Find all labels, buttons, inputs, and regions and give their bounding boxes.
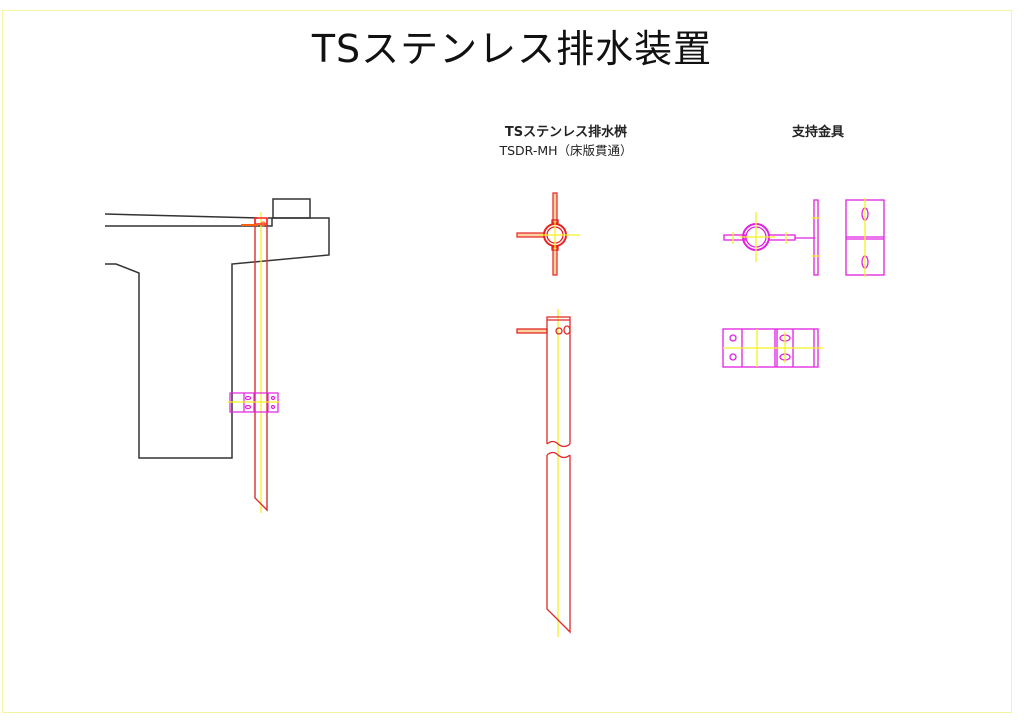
installed-bracket xyxy=(228,392,280,413)
bracket-front-view xyxy=(845,198,885,277)
drain-top-view xyxy=(516,192,580,276)
drawing-title: TSステンレス排水装置 xyxy=(311,27,713,71)
curb xyxy=(272,198,311,219)
bracket-view-title: 支持金具 xyxy=(791,125,844,140)
bracket-top-view xyxy=(723,199,820,276)
drain-view-title: TSステンレス排水桝 xyxy=(504,125,628,140)
slab-bottom-line xyxy=(105,218,273,227)
slab-top-line xyxy=(104,213,259,219)
girder-outline xyxy=(105,217,330,459)
drawing-frame xyxy=(2,10,1012,713)
installed-drain-pipe xyxy=(241,212,268,513)
drain-side-view xyxy=(516,309,571,637)
bridge-section xyxy=(104,198,330,459)
bracket-plan-view xyxy=(722,328,823,368)
drain-model-label: TSDR-MH（床版貫通） xyxy=(499,143,633,158)
